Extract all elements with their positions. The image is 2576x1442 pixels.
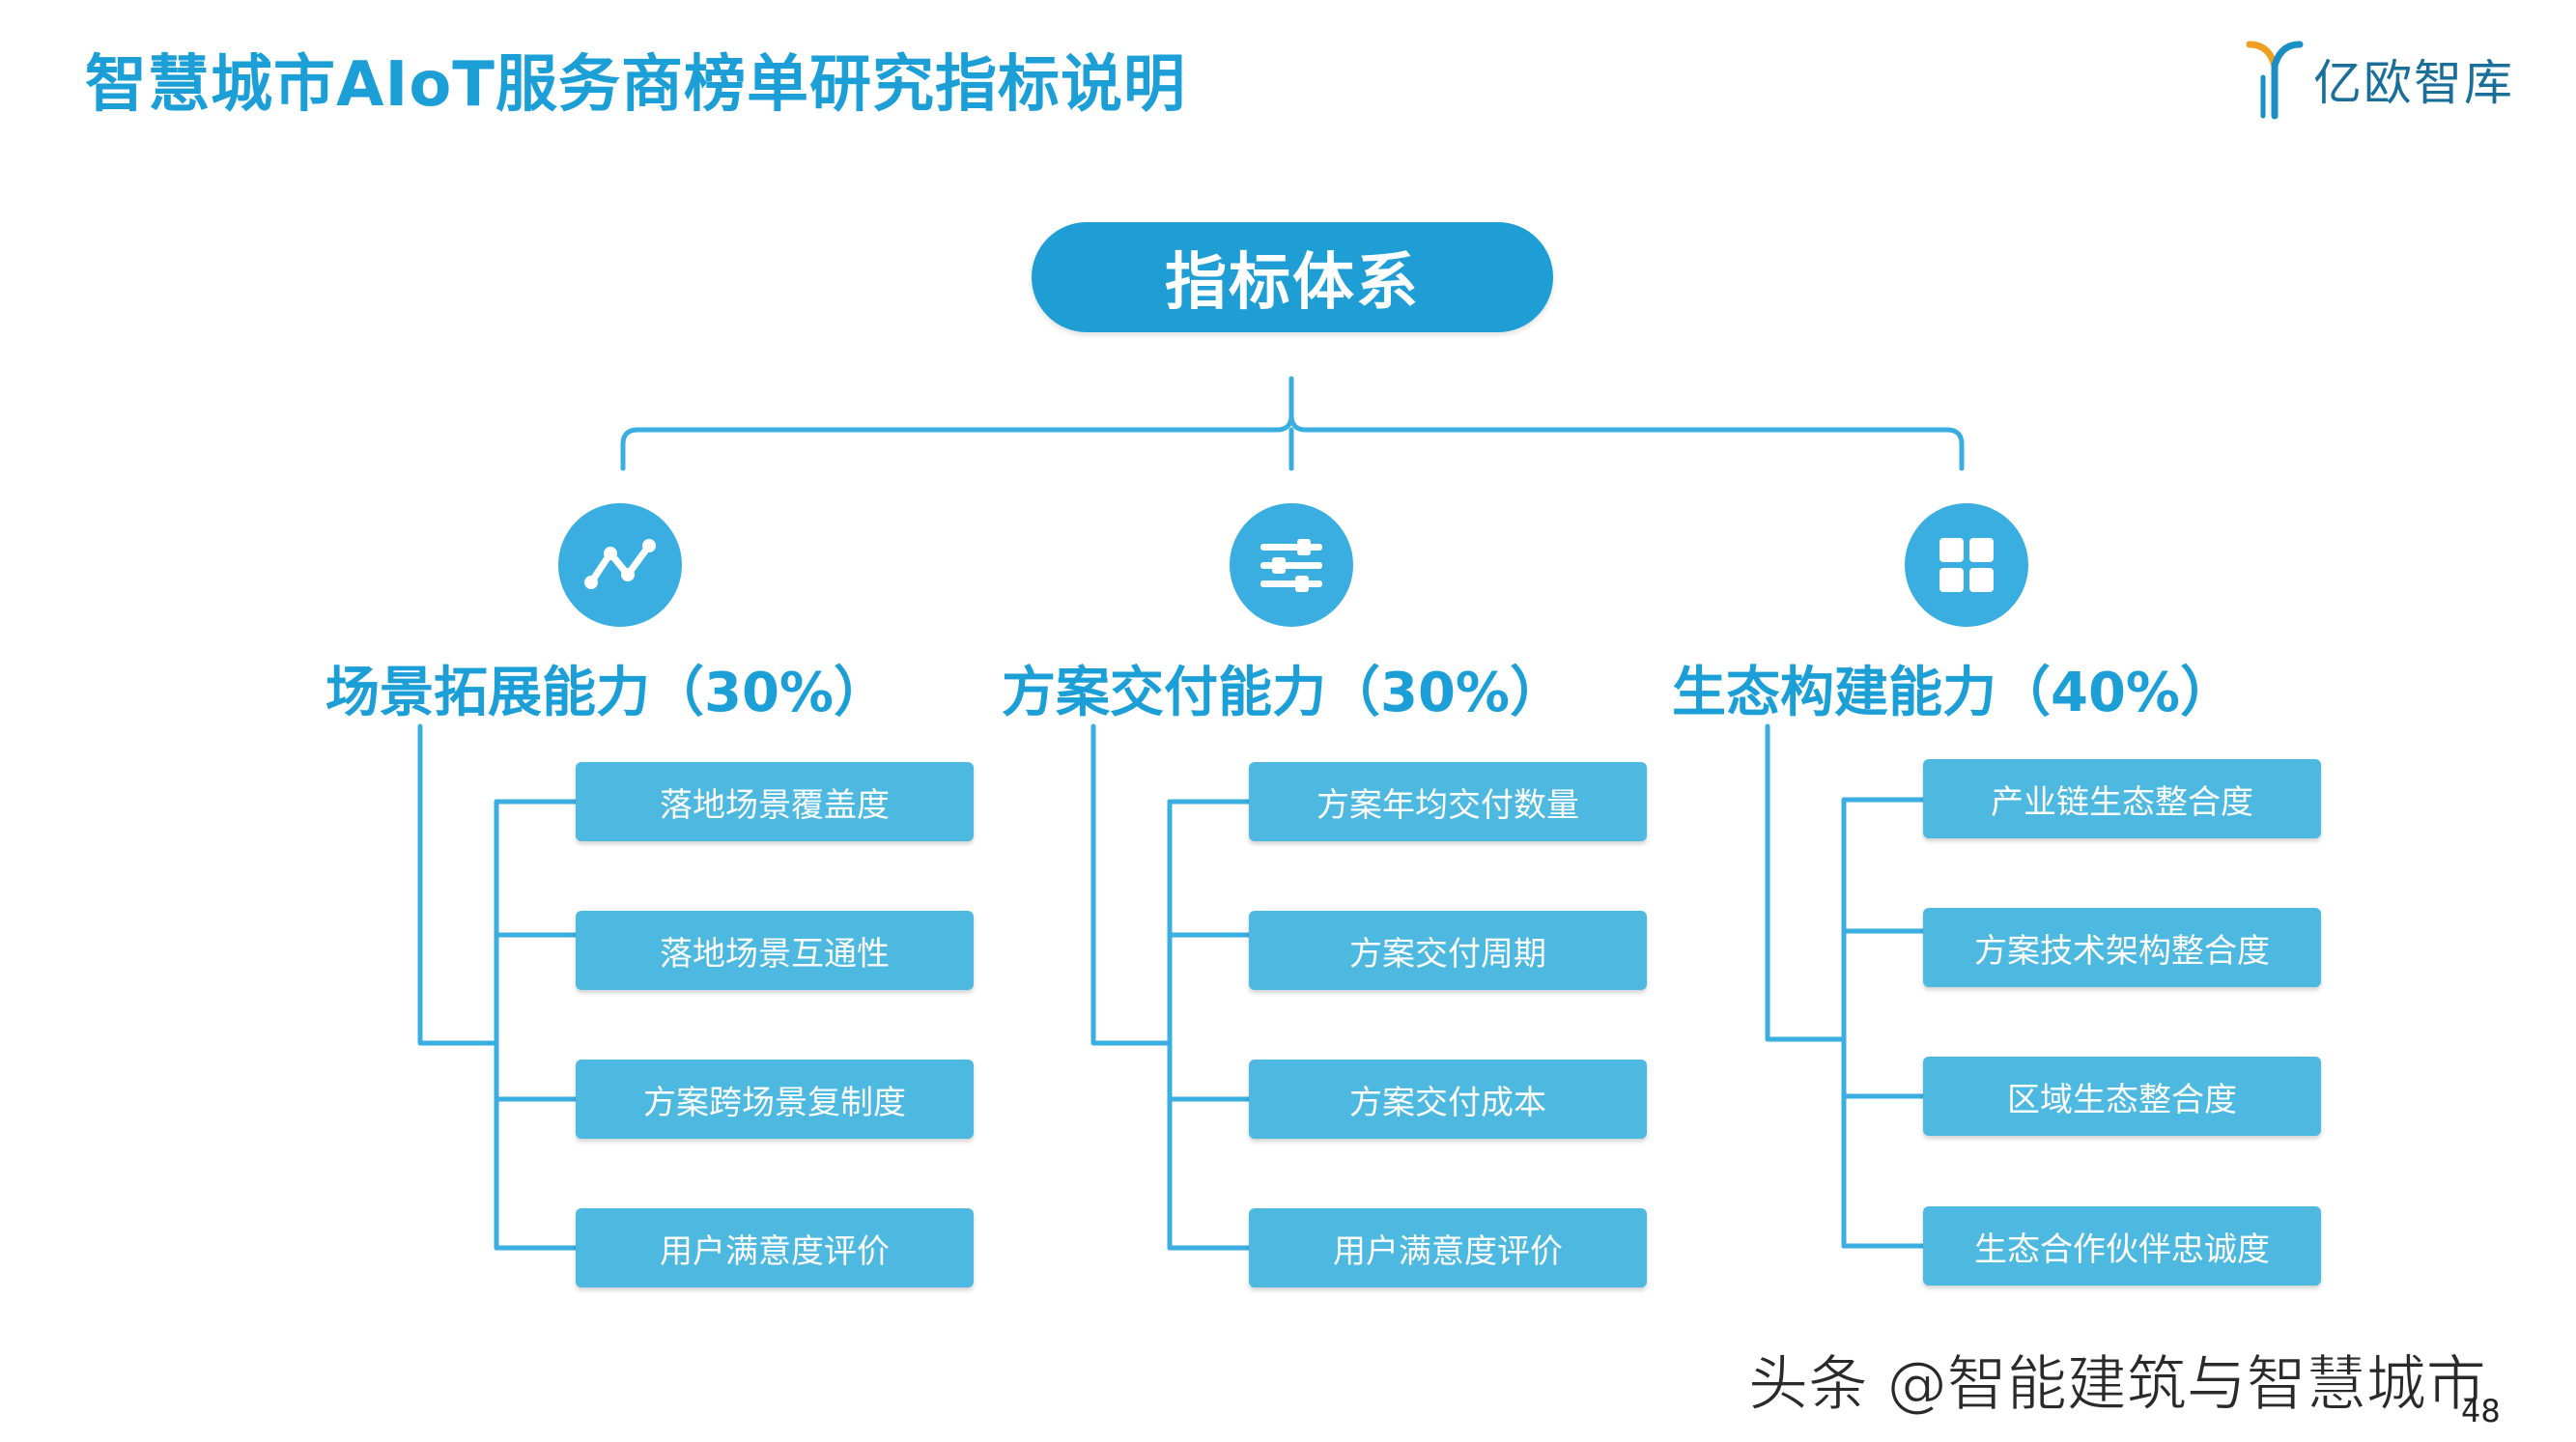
category-3-item-2: 方案技术架构整合度 [1923,908,2321,987]
category-1-item-2: 落地场景互通性 [576,911,974,990]
line-chart-icon [584,539,656,589]
category-3-label: 生态构建能力（40%） [1671,662,2235,724]
sliders-icon [1260,539,1322,592]
tree-line-2 [1090,723,1173,1046]
page-title: 智慧城市AIoT服务商榜单研究指标说明 [85,49,1186,121]
category-3-item-1: 产业链生态整合度 [1923,759,2321,838]
category-1-label: 场景拓展能力（30%） [325,662,889,724]
bracket-line [1288,412,1965,471]
category-1-icon-circle [558,503,682,627]
category-2-item-3: 方案交付成本 [1249,1060,1647,1139]
category-1-item-1: 落地场景覆盖度 [576,762,974,841]
category-2-icon-circle [1230,503,1353,627]
category-3-item-4: 生态合作伙伴忠诚度 [1923,1206,2321,1286]
tree-line-3 [1765,723,1847,1042]
page-number: 48 [2461,1393,2501,1429]
watermark: 头条 @智能建筑与智慧城市 [1748,1348,2487,1420]
root-node: 指标体系 [1032,222,1553,332]
bracket-line [620,376,1294,471]
category-2-label: 方案交付能力（30%） [1001,662,1565,724]
logo: 亿欧智库 [2246,35,2526,122]
category-2-item-2: 方案交付周期 [1249,911,1647,990]
logo-text: 亿欧智库 [2313,55,2514,111]
category-1-item-3: 方案跨场景复制度 [576,1060,974,1139]
category-2-item-4: 用户满意度评价 [1249,1208,1647,1287]
category-3-item-3: 区域生态整合度 [1923,1057,2321,1136]
category-2-item-1: 方案年均交付数量 [1249,762,1647,841]
category-3-icon-circle [1905,503,2028,627]
tree-line-1 [417,723,499,1046]
category-1-item-4: 用户满意度评价 [576,1208,974,1287]
logo-icon [2246,41,2304,120]
grid-icon [1939,538,1994,592]
